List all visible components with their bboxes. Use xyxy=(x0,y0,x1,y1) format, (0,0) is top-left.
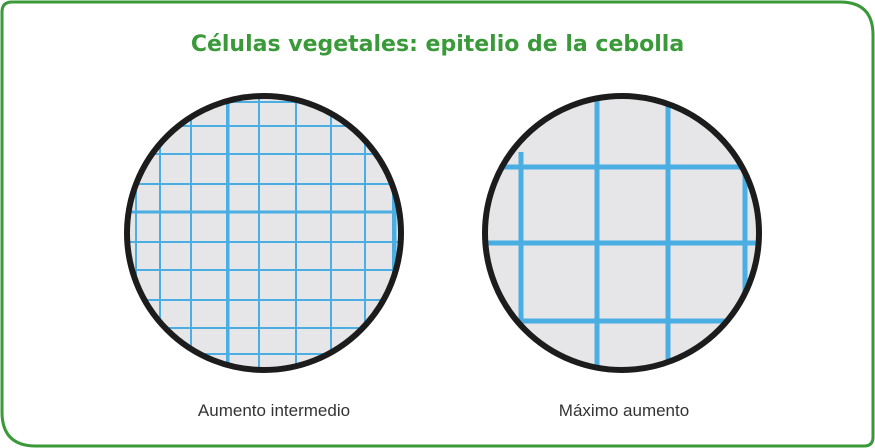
lens-rim xyxy=(482,93,762,373)
caption-intermediate: Aumento intermedio xyxy=(197,401,351,420)
microscope-view-intermediate xyxy=(124,93,404,373)
lens-rim xyxy=(124,93,404,373)
cytoplasm-background xyxy=(127,96,401,370)
cell-walls-maximum xyxy=(485,96,759,370)
microscope-view-maximum xyxy=(482,93,762,373)
diagram-title: Células vegetales: epitelio de la ceboll… xyxy=(190,32,685,57)
caption-maximum: Máximo aumento xyxy=(558,401,690,420)
